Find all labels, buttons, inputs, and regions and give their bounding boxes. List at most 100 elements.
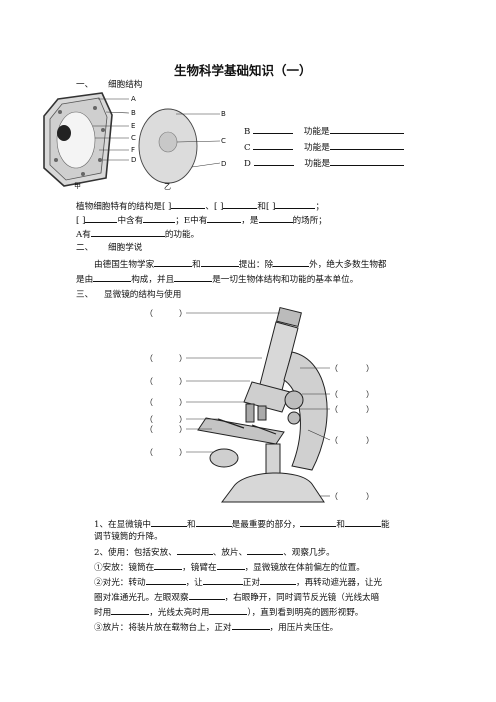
text-segment: A有	[76, 230, 91, 240]
text-segment: 、观察几步。	[283, 548, 335, 558]
paren-close: ）	[179, 354, 187, 363]
part-label-right-5: （）	[330, 491, 374, 502]
plant-label-f: F	[131, 146, 136, 154]
section-3-heading: 显微镜的结构与使用	[104, 290, 182, 300]
part-label-left-1: （）	[145, 308, 187, 319]
function-text: 功能是	[303, 127, 330, 137]
paren-close: ）	[179, 415, 187, 424]
function-text: 功能是	[304, 143, 330, 153]
text-segment: 提出：除	[238, 260, 274, 270]
usage-line-3: 2、使用：包括安放、、放片、、观察几步。	[94, 545, 335, 559]
text-segment: 是一切生物体结构和功能的基本单位。	[212, 275, 359, 285]
function-row-d: D 功能是	[244, 156, 405, 170]
paren-open: （	[145, 415, 153, 424]
paren-close: ）	[366, 405, 374, 414]
part-label-left-4: （）	[145, 397, 187, 408]
paren-close: ）	[179, 448, 187, 457]
part-label-left-2: （）	[145, 353, 187, 364]
text-segment: ，光线太亮时用	[149, 608, 210, 618]
function-letter: C	[244, 143, 251, 153]
text-segment: 外，绝大多数生物都	[309, 260, 387, 270]
paren-close: ）	[179, 377, 187, 386]
paren-close: ）	[179, 425, 187, 434]
paren-close: ）	[179, 398, 187, 407]
paren-open: （	[330, 492, 338, 501]
text-segment: ①安放：镜筒在	[94, 563, 155, 573]
usage-line-5: ②对光：转动，让正对，再转动遮光器，让光	[94, 575, 382, 589]
paren-open: （	[145, 309, 153, 318]
animal-cell-figure	[138, 108, 221, 184]
cell-theory-line-1: 由德国生物学家和提出：除外，绝大多数生物都	[94, 257, 387, 271]
text-segment: 和	[187, 520, 196, 530]
paren-open: （	[145, 398, 153, 407]
animal-label-d: D	[221, 160, 227, 168]
function-row-c: C 功能是	[244, 140, 404, 154]
text-segment: ；E中有	[175, 216, 208, 226]
paren-close: ）	[366, 390, 374, 399]
paren-open: （	[145, 448, 153, 457]
plant-caption: 甲	[74, 182, 81, 190]
paren-open: （	[330, 436, 338, 445]
part-label-left-3: （）	[145, 376, 187, 387]
text-segment: 的场所；	[292, 216, 327, 226]
section-2-number: 二、	[76, 243, 94, 253]
part-label-right-3: （）	[330, 404, 374, 415]
animal-caption: 乙	[164, 183, 171, 191]
text-segment: ③放片：将装片放在载物台上，正对	[94, 623, 232, 633]
text-segment: ②对光：转动	[94, 578, 146, 588]
text-segment: ，镜臂在	[182, 563, 217, 573]
usage-line-2: 调节镜筒的升降。	[94, 532, 163, 542]
part-label-left-5: （）	[145, 414, 187, 425]
text-segment: 能	[381, 520, 390, 530]
part-label-right-2: （）	[330, 389, 374, 400]
text-segment: 的功能。	[164, 230, 200, 240]
text-segment: 2、使用：包括安放、	[94, 548, 177, 558]
part-label-right-1: （）	[330, 363, 374, 374]
text-segment: ，再转动遮光器，让光	[295, 578, 382, 588]
function-letter: B	[244, 127, 251, 137]
plant-label-a: A	[131, 95, 136, 103]
cell-theory-line-2: 是由构成，并且是一切生物体结构和功能的基本单位。	[76, 272, 358, 286]
paren-close: ）	[366, 364, 374, 373]
text-segment: 植物细胞特有的结构是[ ]	[76, 202, 172, 212]
plant-label-c: C	[131, 134, 136, 142]
text-segment: ；	[315, 202, 325, 212]
part-label-left-6: （）	[145, 424, 187, 435]
section-2-heading: 细胞学说	[108, 243, 143, 253]
page-title: 生物科学基础知识（一）	[174, 63, 312, 78]
paren-close: ）	[179, 309, 187, 318]
section-3-number: 三、	[76, 290, 94, 300]
paren-open: （	[330, 390, 338, 399]
text-segment: [ ]	[76, 216, 86, 226]
section-1-number: 一、	[76, 80, 94, 90]
animal-label-b: B	[221, 110, 226, 118]
text-segment: 正对	[242, 578, 260, 588]
plant-label-d: D	[131, 156, 137, 164]
text-segment: 是最重要的部分，	[231, 520, 301, 530]
section-1-heading: 细胞结构	[108, 80, 143, 90]
animal-label-c: C	[221, 137, 226, 145]
plant-cell-figure	[43, 92, 130, 187]
paren-open: （	[330, 364, 338, 373]
paren-open: （	[330, 405, 338, 414]
text-segment: 时用	[94, 608, 112, 618]
text-segment: 和	[336, 520, 346, 530]
paren-close: ）	[366, 436, 374, 445]
text-segment: 1、在显微镜中	[94, 520, 152, 530]
function-row-b: B 功能是	[244, 124, 404, 138]
paren-open: （	[145, 377, 153, 386]
function-letter: D	[244, 159, 251, 169]
part-label-right-4: （）	[330, 435, 374, 446]
text-segment: 构成，并且	[131, 275, 175, 285]
text-segment: 、[ ]	[205, 202, 224, 212]
part-label-left-7: （）	[145, 447, 187, 458]
text-segment: ，是	[241, 216, 259, 226]
plant-special-line-2: [ ]中含有；E中有，是的场所；	[76, 213, 327, 227]
text-segment: ，右眼睁开，同时调节反光镜（光线太暗	[224, 593, 380, 603]
text-segment: 和	[192, 260, 201, 270]
paren-open: （	[145, 354, 153, 363]
usage-line-1: 1、在显微镜中 和 是最重要的部分， 和 能	[94, 517, 390, 531]
usage-line-7: 时用，光线太亮时用），直到看到明亮的圆形视野。	[94, 605, 363, 619]
plant-special-line-1: 植物细胞特有的结构是[ ]、[ ]和[ ]；	[76, 199, 324, 213]
